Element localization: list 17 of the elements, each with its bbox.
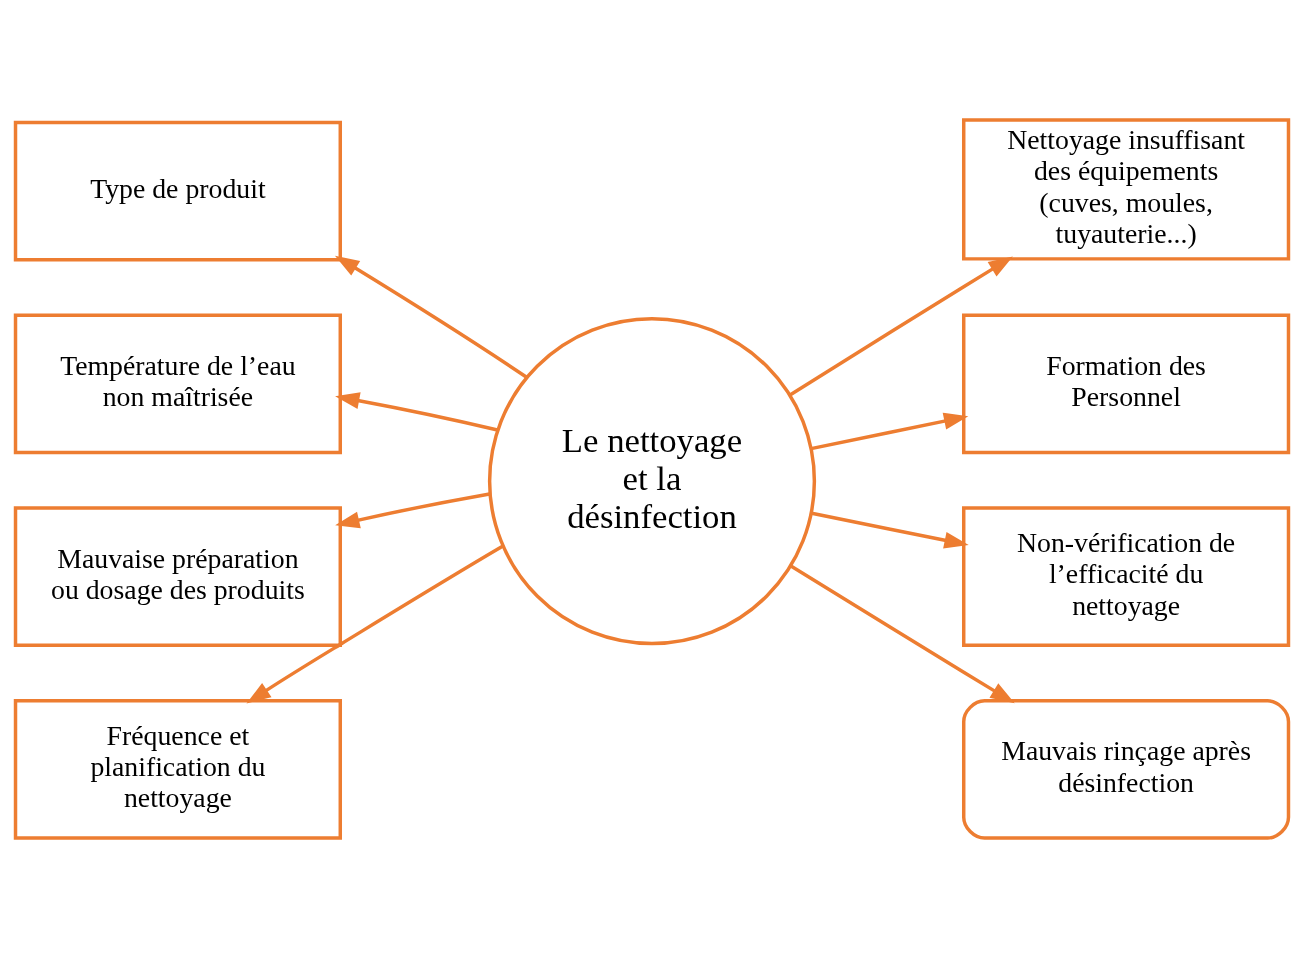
node-box: Non-vérification de l’efficacité du nettoyage <box>962 505 1291 647</box>
arrow <box>246 544 504 703</box>
node-box: Mauvaise préparation ou dosage des produits <box>13 505 342 647</box>
arrow <box>810 412 969 450</box>
arrow <box>789 256 1013 396</box>
arrow <box>335 391 498 432</box>
node-box: Mauvais rinçage après désinfection <box>962 698 1291 840</box>
arrow <box>790 564 1015 703</box>
node-box: Température de l’eau non maîtrisée <box>13 313 342 454</box>
node-box: Fréquence et planification du nettoyage <box>13 698 342 840</box>
arrow <box>811 511 969 549</box>
node-box: Nettoyage insuffisant des équipements (cuves, moules, tuyauterie...) <box>962 117 1291 261</box>
node-box: Formation des Personnel <box>962 313 1291 454</box>
node-box: Type de produit <box>13 120 342 261</box>
arrow <box>334 255 528 378</box>
node-circle: Le nettoyage et la désinfection <box>487 316 817 645</box>
arrow <box>335 491 490 528</box>
